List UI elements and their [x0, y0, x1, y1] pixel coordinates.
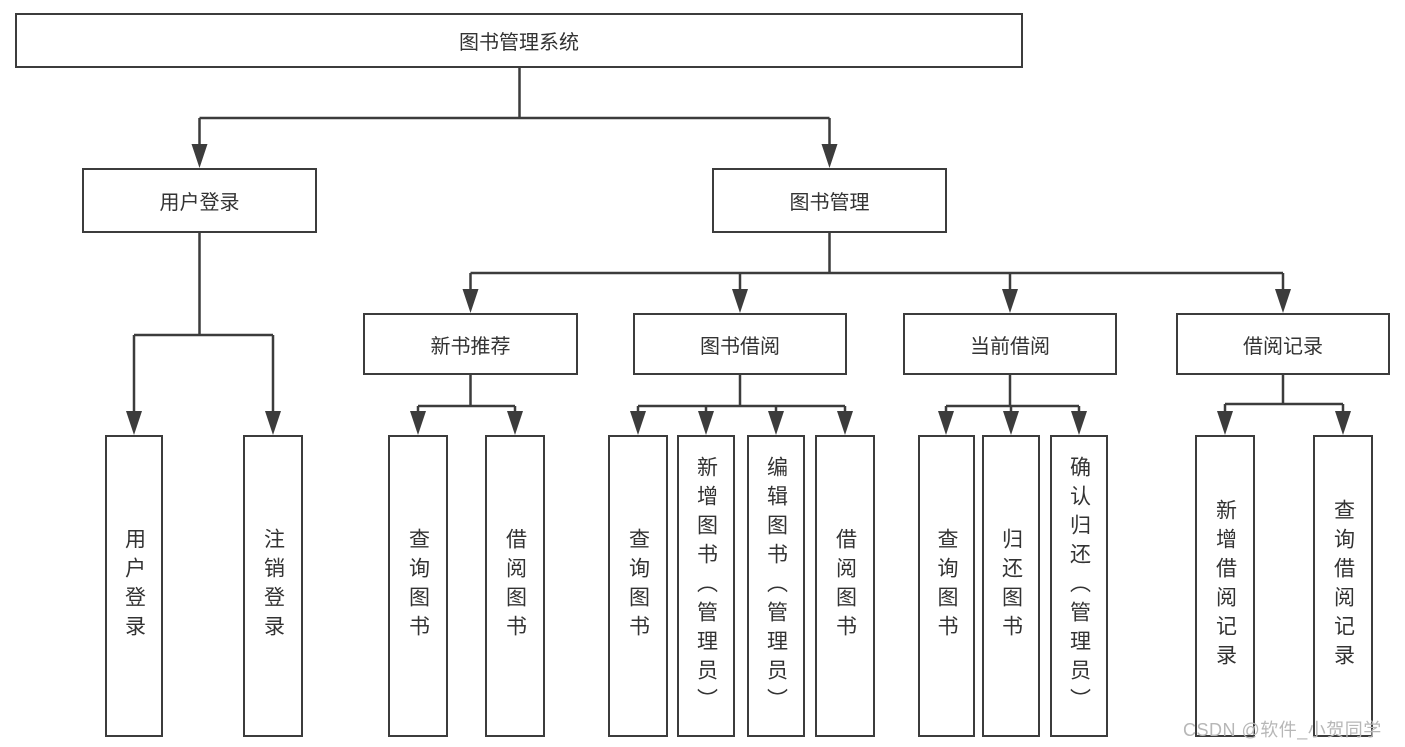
csdn-watermark: CSDN @软件_小贺同学 — [1183, 720, 1382, 740]
node-leaf-query-books-3: 查询图书 — [918, 435, 975, 737]
node-leaf-return-book: 归还图书 — [982, 435, 1040, 737]
connector-root-to-level2 — [191, 68, 838, 168]
node-leaf-user-login: 用户登录 — [105, 435, 163, 737]
node-borrow-record: 借阅记录 — [1176, 313, 1390, 375]
node-book-management: 图书管理 — [712, 168, 947, 233]
node-leaf-query-borrow-record: 查询借阅记录 — [1313, 435, 1373, 737]
node-root-system: 图书管理系统 — [15, 13, 1023, 68]
node-new-book-recommend: 新书推荐 — [363, 313, 578, 375]
node-leaf-query-books-2: 查询图书 — [608, 435, 668, 737]
node-leaf-edit-book-admin: 编辑图书（管理员） — [747, 435, 805, 737]
connector-new-book-children — [410, 375, 523, 435]
connector-current-borrow-children — [938, 375, 1087, 435]
connector-book-borrow-children — [630, 375, 853, 435]
node-leaf-borrow-books-1: 借阅图书 — [485, 435, 545, 737]
node-leaf-query-books-1: 查询图书 — [388, 435, 448, 737]
node-leaf-add-borrow-record: 新增借阅记录 — [1195, 435, 1255, 737]
node-leaf-add-book-admin: 新增图书（管理员） — [677, 435, 735, 737]
connector-book-management-children — [462, 233, 1291, 313]
node-leaf-confirm-return-admin: 确认归还（管理员） — [1050, 435, 1108, 737]
node-leaf-logout: 注销登录 — [243, 435, 303, 737]
node-leaf-borrow-books-2: 借阅图书 — [815, 435, 875, 737]
connector-user-login-children — [126, 233, 281, 435]
node-current-borrow: 当前借阅 — [903, 313, 1117, 375]
node-user-login: 用户登录 — [82, 168, 317, 233]
node-book-borrow: 图书借阅 — [633, 313, 847, 375]
connector-borrow-record-children — [1217, 375, 1351, 435]
